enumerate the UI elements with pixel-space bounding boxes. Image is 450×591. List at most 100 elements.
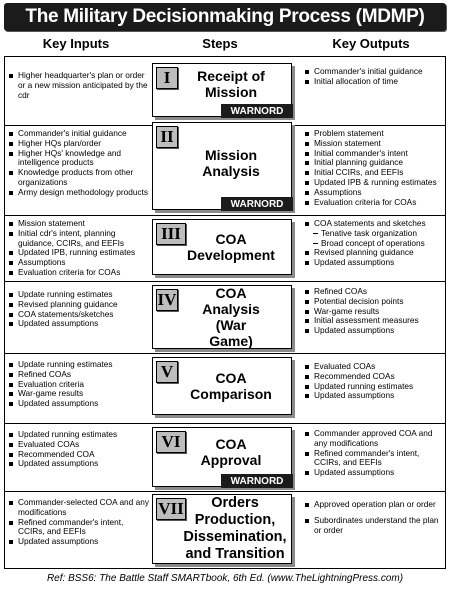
output-item: Initial planning guidance [304, 158, 444, 168]
step-row-6: Updated running estimates Evaluated COAs… [4, 423, 446, 491]
column-headers: Key Inputs Steps Key Outputs [0, 36, 450, 54]
input-item: Update running estimates [8, 359, 150, 370]
step-3-inputs: Mission statement Initial cdr's intent, … [8, 216, 150, 281]
input-item: Revised planning guidance [8, 299, 150, 310]
output-item: Potential decision points [304, 296, 444, 307]
step-4-box: IV COA Analysis (War Game) [152, 285, 292, 349]
step-1-warnord-tag: WARNORD [221, 104, 293, 118]
step-row-5: Update running estimates Refined COAs Ev… [4, 353, 446, 423]
reference-note: Ref: BSS6: The Battle Staff SMARTbook, 6… [46, 573, 404, 584]
input-item: Updated IPB, running estimates [8, 248, 150, 258]
step-1-outputs: Commander's initial guidance Initial all… [304, 57, 444, 125]
step-row-2: Commander's initial guidance Higher HQs … [4, 125, 446, 215]
step-6-outputs: Commander approved COA and any modificat… [304, 424, 444, 491]
step-row-4: Update running estimates Revised plannin… [4, 281, 446, 353]
step-row-7: Commander-selected COA and any modificat… [4, 491, 446, 568]
step-4-outputs: Refined COAs Potential decision points W… [304, 282, 444, 353]
step-6-numeral: VI [156, 431, 186, 453]
step-7-name: Orders Production, Dissemination, and Tr… [183, 495, 287, 562]
output-subitem: Broad concept of operations [304, 238, 444, 249]
page-title: The Military Decisionmaking Process (MDM… [4, 3, 446, 31]
input-item: Commander-selected COA and any modificat… [8, 497, 150, 518]
header-key-outputs: Key Outputs [332, 36, 410, 51]
input-item: Updated assumptions [8, 398, 150, 409]
step-3-numeral: III [156, 223, 186, 245]
diagram-frame [4, 56, 446, 569]
input-item: Recommended COA [8, 449, 150, 460]
step-6-box: VI COA Approval WARNORD [152, 427, 293, 488]
input-item: Refined commander's intent, CCIRs, and E… [8, 517, 150, 538]
step-4-numeral: IV [156, 289, 178, 311]
output-item: COA statements and sketches [304, 218, 444, 229]
output-item: Updated assumptions [304, 391, 444, 401]
output-item: Updated assumptions [304, 257, 444, 268]
input-item: Commander's initial guidance [8, 128, 150, 139]
output-item: Problem statement [304, 128, 444, 139]
input-item: COA statements/sketches [8, 309, 150, 320]
step-4-name: COA Analysis (War Game) [202, 285, 260, 349]
input-item: Initial cdr's intent, planning guidance,… [8, 228, 150, 249]
step-5-box: V COA Comparison [152, 357, 292, 415]
output-item: Updated assumptions [304, 325, 444, 336]
output-item: Refined COAs [304, 286, 444, 297]
step-7-box: VII Orders Production, Dissemination, an… [152, 494, 292, 564]
input-item: Assumptions [8, 257, 150, 268]
output-item: Initial allocation of time [304, 76, 444, 87]
step-5-numeral: V [156, 361, 178, 383]
output-item: Initial assessment measures [304, 316, 444, 326]
step-1-box: I Receipt of Mission WARNORD [152, 63, 293, 118]
input-item: Updated assumptions [8, 459, 150, 469]
step-row-3: Mission statement Initial cdr's intent, … [4, 215, 446, 281]
input-item: Updated assumptions [8, 319, 150, 329]
output-item: Approved operation plan or order [304, 499, 444, 510]
step-4-inputs: Update running estimates Revised plannin… [8, 282, 150, 353]
output-item: Revised planning guidance [304, 248, 444, 258]
header-key-inputs: Key Inputs [42, 36, 110, 51]
step-2-name: Mission Analysis [202, 147, 260, 179]
output-item: Updated assumptions [304, 467, 444, 478]
output-item: Evaluated COAs [304, 361, 444, 372]
output-item: Subordinates understand the plan or orde… [304, 515, 444, 536]
step-2-inputs: Commander's initial guidance Higher HQs … [8, 126, 150, 215]
step-2-outputs: Problem statement Mission statement Init… [304, 126, 444, 215]
step-2-numeral: II [156, 126, 178, 148]
input-item: Mission statement [8, 218, 150, 229]
input-item: War-game results [8, 389, 150, 399]
output-subitem: Tenative task organization [304, 228, 444, 239]
step-2-warnord-tag: WARNORD [221, 197, 293, 211]
output-item: Evaluation criteria for COAs [304, 197, 444, 208]
step-7-numeral: VII [156, 498, 186, 520]
input-item: Evaluation criteria for COAs [8, 267, 150, 278]
step-6-warnord-tag: WARNORD [221, 474, 293, 488]
step-6-name: COA Approval [200, 436, 262, 468]
output-item: Refined commander's intent, CCIRs, and E… [304, 448, 444, 469]
step-2-box: II Mission Analysis WARNORD [152, 122, 293, 211]
step-7-inputs: Commander-selected COA and any modificat… [8, 492, 150, 568]
step-1-numeral: I [156, 67, 178, 89]
output-item: Assumptions [304, 187, 444, 198]
output-item: Initial CCIRs, and EEFIs [304, 167, 444, 178]
step-5-outputs: Evaluated COAs Recommended COAs Updated … [304, 354, 444, 423]
input-item: Higher HQs plan/order [8, 138, 150, 149]
header-steps: Steps [202, 36, 238, 51]
output-item: Commander approved COA and any modificat… [304, 428, 444, 449]
step-6-inputs: Updated running estimates Evaluated COAs… [8, 424, 150, 491]
output-item: Commander's initial guidance [304, 66, 444, 77]
input-item: Evaluation criteria [8, 379, 150, 390]
input-item: Evaluated COAs [8, 439, 150, 450]
input-item: Army design methodology products [8, 187, 150, 198]
step-5-name: COA Comparison [190, 370, 272, 402]
input-item: Knowledge products from other organizati… [8, 167, 150, 188]
step-1-name: Receipt of Mission [197, 68, 265, 100]
output-item: Updated IPB & running estimates [304, 177, 444, 188]
step-3-name: COA Development [187, 231, 275, 263]
input-item: Higher headquarter's plan or order or a … [8, 70, 150, 100]
output-item: Recommended COAs [304, 371, 444, 382]
step-7-outputs: Approved operation plan or order Subordi… [304, 492, 444, 568]
step-3-outputs: COA statements and sketches Tenative tas… [304, 216, 444, 281]
step-5-inputs: Update running estimates Refined COAs Ev… [8, 354, 150, 423]
step-3-box: III COA Development [152, 219, 292, 275]
output-item: Mission statement [304, 138, 444, 149]
input-item: Updated assumptions [8, 536, 150, 547]
input-item: Updated running estimates [8, 429, 150, 440]
